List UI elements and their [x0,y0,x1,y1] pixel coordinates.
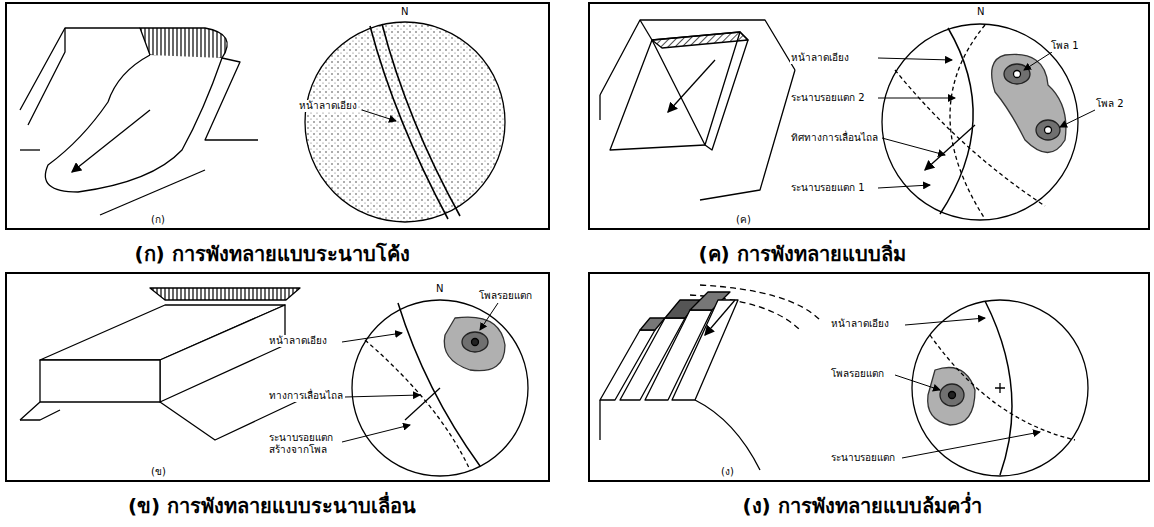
callout-label: โพลรอยแตก [478,290,533,302]
panel-tag: (ค) [735,214,752,226]
figure-panel: (ค) การพังทลายแบบลิ่ม [588,2,1150,230]
callout-label: ระนาบรอยแตก [830,452,896,464]
panel-caption: (ค) การพังทลายแบบลิ่ม [698,238,905,270]
callout-label: โพล 2 [1095,98,1125,110]
callout-label: ระนาบรอยแตก สร้างจากโพล [268,432,340,456]
callout-label: หน้าลาดเอียง [298,100,358,112]
panel-tag: (ง) [720,466,735,478]
callout-label: N [400,6,409,18]
panel-caption: (ข) การพังทลายแบบระนาบเลื่อน [128,490,416,522]
callout-label: หน้าลาดเอียง [790,52,850,64]
panel-caption: (ง) การพังทลายแบบล้มคว่ำ [742,490,981,522]
callout-label: N [435,283,444,295]
callout-label: ทางการเลื่อนไถล [268,390,344,402]
callout-label: โพลรอยแตก [830,368,885,380]
callout-label: หน้าลาดเอียง [830,318,890,330]
figure-panel: (ก) การพังทลายแบบระนาบโค้ง [5,2,550,230]
callout-label: N [976,6,985,18]
callout-label: โพล 1 [1050,40,1080,52]
callout-label: หน้าลาดเอียง [268,335,328,347]
panel-tag: (ข) [150,466,167,478]
callout-label: ทิศทางการเลื่อนไถล [790,132,879,144]
callout-label: ระนาบรอยแตก 1 [790,182,866,194]
panel-tag: (ก) [150,214,166,226]
panel-caption: (ก) การพังทลายแบบระนาบโค้ง [134,238,409,270]
callout-label: ระนาบรอยแตก 2 [790,92,866,104]
